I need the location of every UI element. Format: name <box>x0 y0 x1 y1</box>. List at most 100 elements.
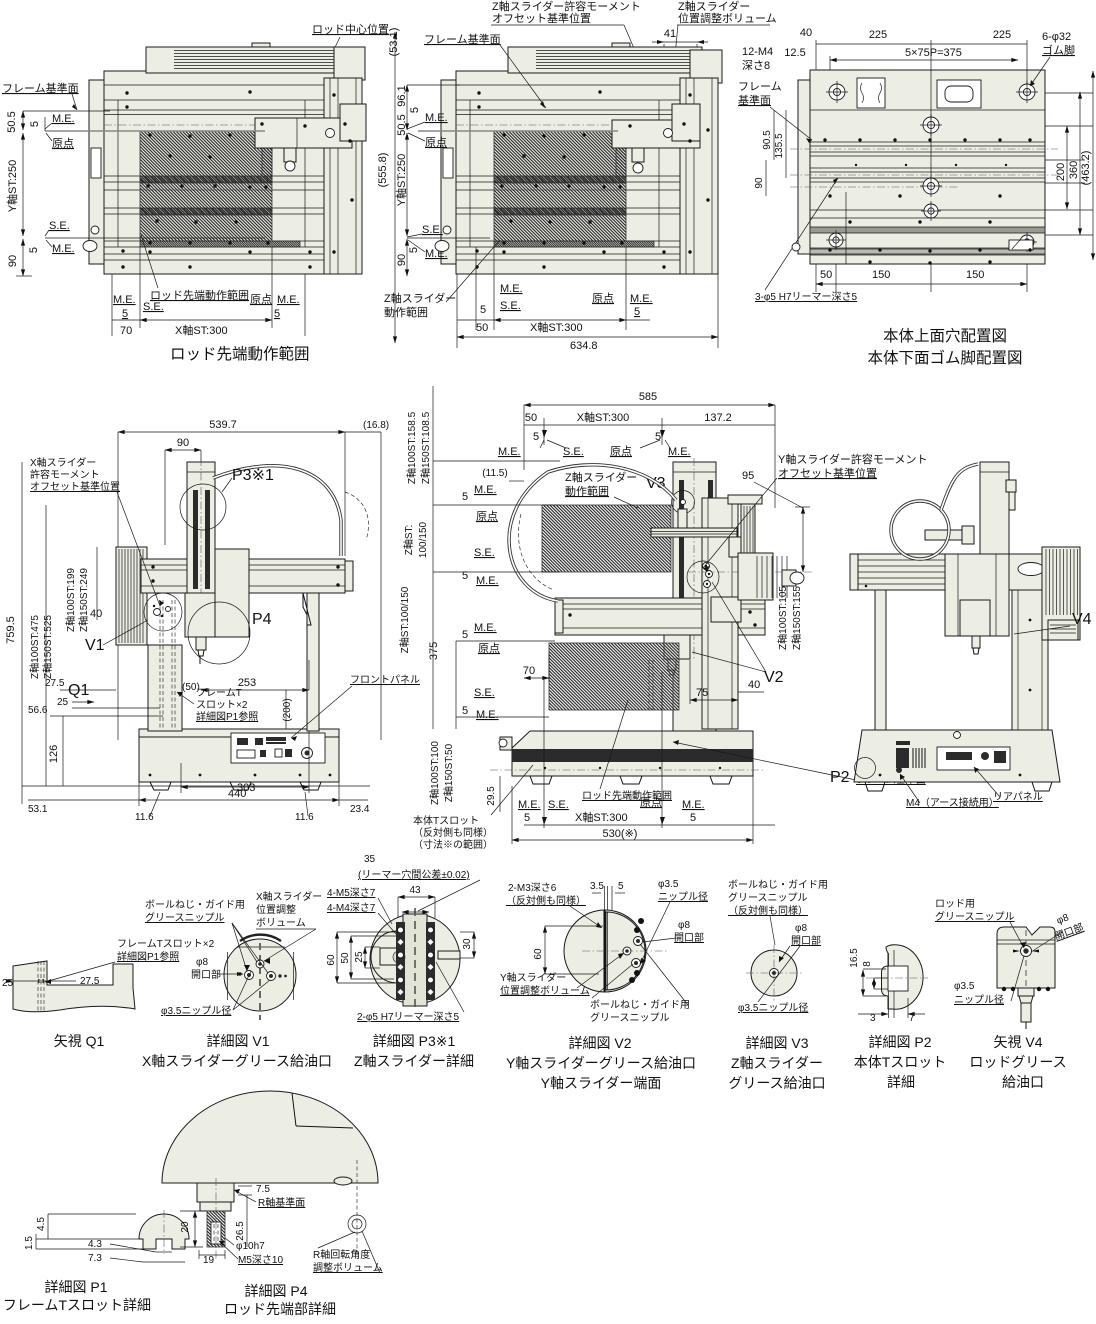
svg-text:（寸法※の範囲）: （寸法※の範囲） <box>413 838 493 851</box>
svg-text:(555.8): (555.8) <box>377 153 389 188</box>
svg-text:詳細図P1参照: 詳細図P1参照 <box>196 710 258 723</box>
svg-text:27.5: 27.5 <box>45 678 65 689</box>
svg-text:ゴム脚: ゴム脚 <box>1042 43 1075 57</box>
svg-text:ニップル径: ニップル径 <box>954 993 1004 1006</box>
svg-text:303: 303 <box>237 782 255 794</box>
svg-text:原点: 原点 <box>425 136 447 149</box>
svg-text:R軸回転角度: R軸回転角度 <box>313 1248 370 1261</box>
svg-text:グリースニップル: グリースニップル <box>590 1011 670 1024</box>
svg-text:225: 225 <box>869 29 887 41</box>
svg-text:12.5: 12.5 <box>784 47 805 59</box>
svg-text:S.E.: S.E. <box>548 799 569 811</box>
svg-text:440: 440 <box>228 788 246 800</box>
svg-text:4-M4深さ7: 4-M4深さ7 <box>327 902 376 914</box>
svg-text:動作範囲: 動作範囲 <box>384 305 428 319</box>
svg-text:詳細図 V2: 詳細図 V2 <box>568 1035 631 1051</box>
svg-text:グリースニップル: グリースニップル <box>935 910 1015 923</box>
svg-text:M.E.: M.E. <box>425 112 448 124</box>
svg-text:S.E.: S.E. <box>49 220 70 232</box>
svg-text:グリース給油口: グリース給油口 <box>728 1075 825 1091</box>
svg-text:フレーム基準面: フレーム基準面 <box>424 32 501 46</box>
svg-text:3-φ5 H7リーマー深さ5: 3-φ5 H7リーマー深さ5 <box>755 291 857 303</box>
svg-text:グリースニップル: グリースニップル <box>145 911 225 924</box>
svg-text:スロット×2: スロット×2 <box>196 700 248 711</box>
svg-text:M.E.: M.E. <box>52 113 75 125</box>
svg-text:Z軸スライダー: Z軸スライダー <box>731 1055 823 1071</box>
svg-text:Y軸スライダーグリース給油口: Y軸スライダーグリース給油口 <box>506 1055 696 1071</box>
svg-text:5: 5 <box>462 705 468 717</box>
svg-text:30: 30 <box>462 938 473 950</box>
svg-text:位置調整ボリューム: 位置調整ボリューム <box>500 984 590 997</box>
svg-text:位置調整ボリューム: 位置調整ボリューム <box>678 11 777 25</box>
svg-text:原点: 原点 <box>52 137 74 150</box>
svg-text:詳細図 P1: 詳細図 P1 <box>44 1279 107 1295</box>
svg-text:M.E.: M.E. <box>500 283 523 295</box>
svg-text:動作範囲: 動作範囲 <box>565 484 609 498</box>
svg-text:43: 43 <box>409 885 421 896</box>
svg-text:φ3.5ニップル径: φ3.5ニップル径 <box>161 1004 231 1017</box>
svg-text:調整ボリューム: 調整ボリューム <box>313 1261 383 1274</box>
svg-text:X軸スライダー: X軸スライダー <box>256 890 322 903</box>
svg-text:200: 200 <box>1055 163 1067 181</box>
svg-text:開口部: 開口部 <box>674 931 704 944</box>
svg-text:M.E.: M.E. <box>668 446 691 458</box>
svg-text:ボールねじ・ガイド用: ボールねじ・ガイド用 <box>590 999 690 1011</box>
svg-text:Z軸150ST:525: Z軸150ST:525 <box>41 615 54 679</box>
svg-text:50.5: 50.5 <box>6 111 18 132</box>
svg-text:96.1: 96.1 <box>396 85 408 106</box>
svg-text:5: 5 <box>122 308 128 320</box>
svg-text:5: 5 <box>690 812 696 824</box>
svg-text:深さ8: 深さ8 <box>742 59 770 72</box>
svg-text:ボールねじ・ガイド用: ボールねじ・ガイド用 <box>145 899 245 911</box>
svg-text:29.5: 29.5 <box>486 786 497 806</box>
svg-text:5: 5 <box>274 308 280 320</box>
svg-text:フレーム: フレーム <box>738 80 782 93</box>
svg-text:フレーム基準面: フレーム基準面 <box>2 81 79 95</box>
svg-text:(200): (200) <box>282 698 293 721</box>
svg-text:ロッド先端動作範囲: ロッド先端動作範囲 <box>150 288 249 302</box>
svg-text:φ8: φ8 <box>196 957 208 968</box>
svg-text:530(※): 530(※) <box>603 828 638 840</box>
svg-text:M5深さ10: M5深さ10 <box>238 1254 283 1266</box>
svg-text:M.E.: M.E. <box>476 709 499 721</box>
svg-text:(16.8): (16.8) <box>363 420 389 431</box>
svg-text:本体下面ゴム脚配置図: 本体下面ゴム脚配置図 <box>867 348 1022 367</box>
svg-text:60: 60 <box>533 948 544 960</box>
svg-text:オフセット基準位置: オフセット基準位置 <box>778 466 877 480</box>
svg-text:φ8: φ8 <box>795 923 807 934</box>
svg-text:本体上面穴配置図: 本体上面穴配置図 <box>883 327 1007 345</box>
svg-text:16.5: 16.5 <box>849 948 860 968</box>
svg-text:53.1: 53.1 <box>28 804 48 815</box>
svg-text:M.E.: M.E. <box>518 799 541 811</box>
svg-text:φ3.5ニップル径: φ3.5ニップル径 <box>738 1001 808 1014</box>
svg-text:5: 5 <box>462 491 468 503</box>
svg-text:オフセット基準位置: オフセット基準位置 <box>492 11 591 25</box>
svg-text:135.5: 135.5 <box>774 133 785 158</box>
svg-text:Z軸スライダー: Z軸スライダー <box>565 470 637 484</box>
svg-text:40: 40 <box>748 679 760 691</box>
svg-text:Z軸スライダー: Z軸スライダー <box>678 0 750 13</box>
svg-text:詳細図 V1: 詳細図 V1 <box>206 1033 269 1049</box>
svg-text:（反対側も同様）: （反対側も同様） <box>506 894 586 907</box>
svg-text:23.4: 23.4 <box>350 804 370 815</box>
svg-text:Y軸ST:250: Y軸ST:250 <box>394 154 408 207</box>
svg-text:Z軸スライダー許容モーメント: Z軸スライダー許容モーメント <box>492 0 641 13</box>
svg-text:φ3.5: φ3.5 <box>954 981 975 992</box>
svg-text:M.E.: M.E. <box>474 484 497 496</box>
svg-text:P2: P2 <box>830 769 850 786</box>
svg-text:M.E.: M.E. <box>474 622 497 634</box>
svg-text:11.6: 11.6 <box>135 812 154 823</box>
svg-text:Z軸100ST:475: Z軸100ST:475 <box>28 615 41 679</box>
svg-text:634.8: 634.8 <box>570 340 598 352</box>
svg-text:φ3.5: φ3.5 <box>658 879 679 890</box>
svg-text:V4: V4 <box>1072 611 1092 628</box>
svg-text:原点: 原点 <box>250 293 272 306</box>
svg-text:5×75P=375: 5×75P=375 <box>905 47 962 59</box>
svg-text:26.5: 26.5 <box>235 1221 246 1241</box>
svg-text:4.3: 4.3 <box>88 1239 102 1250</box>
svg-text:150: 150 <box>966 269 984 281</box>
svg-text:Y軸スライダー: Y軸スライダー <box>500 971 566 984</box>
svg-text:X軸ST:300: X軸ST:300 <box>575 810 628 824</box>
svg-text:8: 8 <box>862 961 873 967</box>
svg-text:5: 5 <box>409 107 421 113</box>
